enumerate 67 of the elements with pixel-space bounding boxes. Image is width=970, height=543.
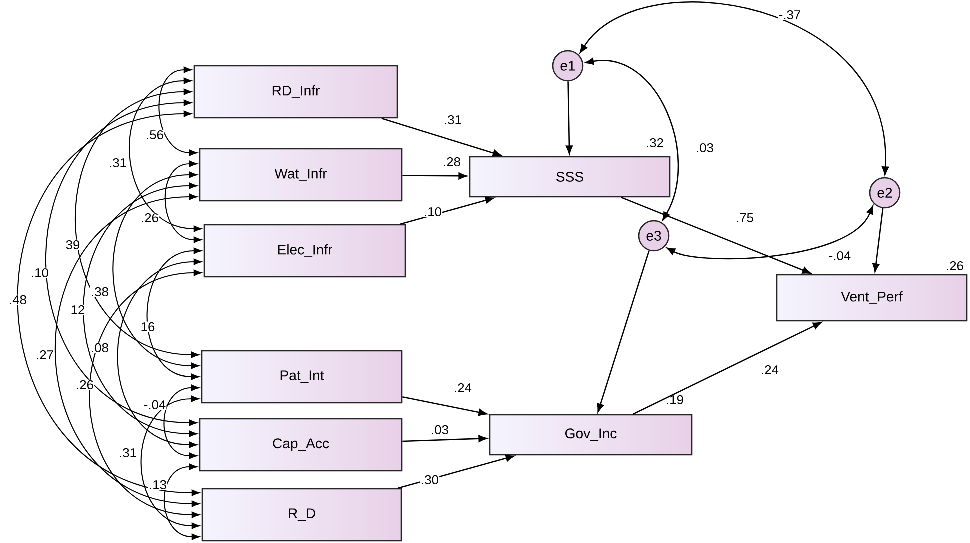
edge-label: -.04 [143, 400, 167, 410]
variable-box: SSS [469, 156, 671, 198]
variable-box: Pat_Int [201, 350, 403, 404]
edge-label: .48 [8, 294, 28, 306]
edge-label: .10 [423, 206, 443, 218]
edge-label: .30 [420, 474, 440, 486]
covariance-arrow [164, 384, 200, 460]
edge-label: 16 [140, 322, 156, 332]
covariance-arrow [117, 258, 202, 448]
covariance-arrow [83, 182, 198, 438]
edge-label: .24 [453, 382, 473, 394]
path-arrow [402, 435, 488, 442]
covariance-arrow [580, 2, 890, 176]
covariance-arrow [17, 110, 200, 496]
path-arrow [633, 322, 822, 415]
covariance-arrow [112, 172, 200, 370]
r-squared-label: .19 [667, 395, 684, 405]
covariance-arrow [585, 58, 680, 221]
edge-label: .03 [695, 142, 715, 154]
variable-box: Elec_Infr [204, 224, 406, 278]
edge-label: .31 [118, 448, 138, 458]
covariance-arrow [164, 160, 202, 244]
variable-box: RD_Infr [194, 65, 398, 119]
covariance-arrow [666, 206, 874, 260]
covariance-arrow [164, 464, 200, 540]
variable-box: Gov_Inc [489, 414, 693, 456]
covariance-arrow [146, 248, 202, 380]
path-arrow [402, 396, 488, 416]
edge-label: .31 [108, 158, 128, 168]
path-arrow [400, 196, 494, 225]
covariance-arrow [140, 396, 200, 530]
variable-box: Cap_Acc [199, 418, 403, 472]
path-arrow [402, 172, 468, 180]
edge-label: -.04 [828, 250, 852, 262]
path-arrow [398, 454, 515, 489]
path-arrow [621, 197, 812, 274]
variable-box: Wat_Infr [199, 148, 403, 202]
edge-label: .56 [145, 130, 165, 140]
covariance-arrow [158, 66, 198, 156]
edge-label: -.37 [778, 10, 802, 20]
edge-label: .26 [140, 212, 160, 224]
covariance-arrow [75, 88, 200, 358]
r-squared-label: .26 [947, 261, 964, 271]
edge-label: .08 [90, 342, 110, 354]
path-arrow [872, 208, 884, 272]
edge-label: 39 [65, 240, 81, 250]
path-arrow [382, 118, 502, 157]
covariance-arrow [55, 194, 200, 508]
edge-label: .31 [443, 114, 463, 126]
path-arrow [597, 250, 650, 412]
edge-label: .28 [442, 156, 462, 168]
variable-box: Vent_Perf [776, 274, 968, 322]
edge-label: .38 [90, 286, 110, 298]
edge-label: .10 [30, 268, 50, 278]
covariance-arrow [89, 270, 202, 518]
path-arrow [566, 82, 573, 154]
covariance-arrow [129, 78, 202, 232]
edge-label: .13 [148, 480, 168, 490]
variable-box: R_D [202, 488, 402, 542]
edge-label: .27 [35, 350, 55, 360]
covariance-arrow [46, 100, 198, 426]
edge-label: .03 [430, 424, 450, 436]
edge-label: 12 [70, 304, 86, 316]
edge-label: .26 [75, 380, 95, 390]
edge-label: .24 [760, 364, 780, 376]
r-squared-label: .32 [647, 138, 664, 148]
edge-label: .75 [735, 212, 755, 224]
